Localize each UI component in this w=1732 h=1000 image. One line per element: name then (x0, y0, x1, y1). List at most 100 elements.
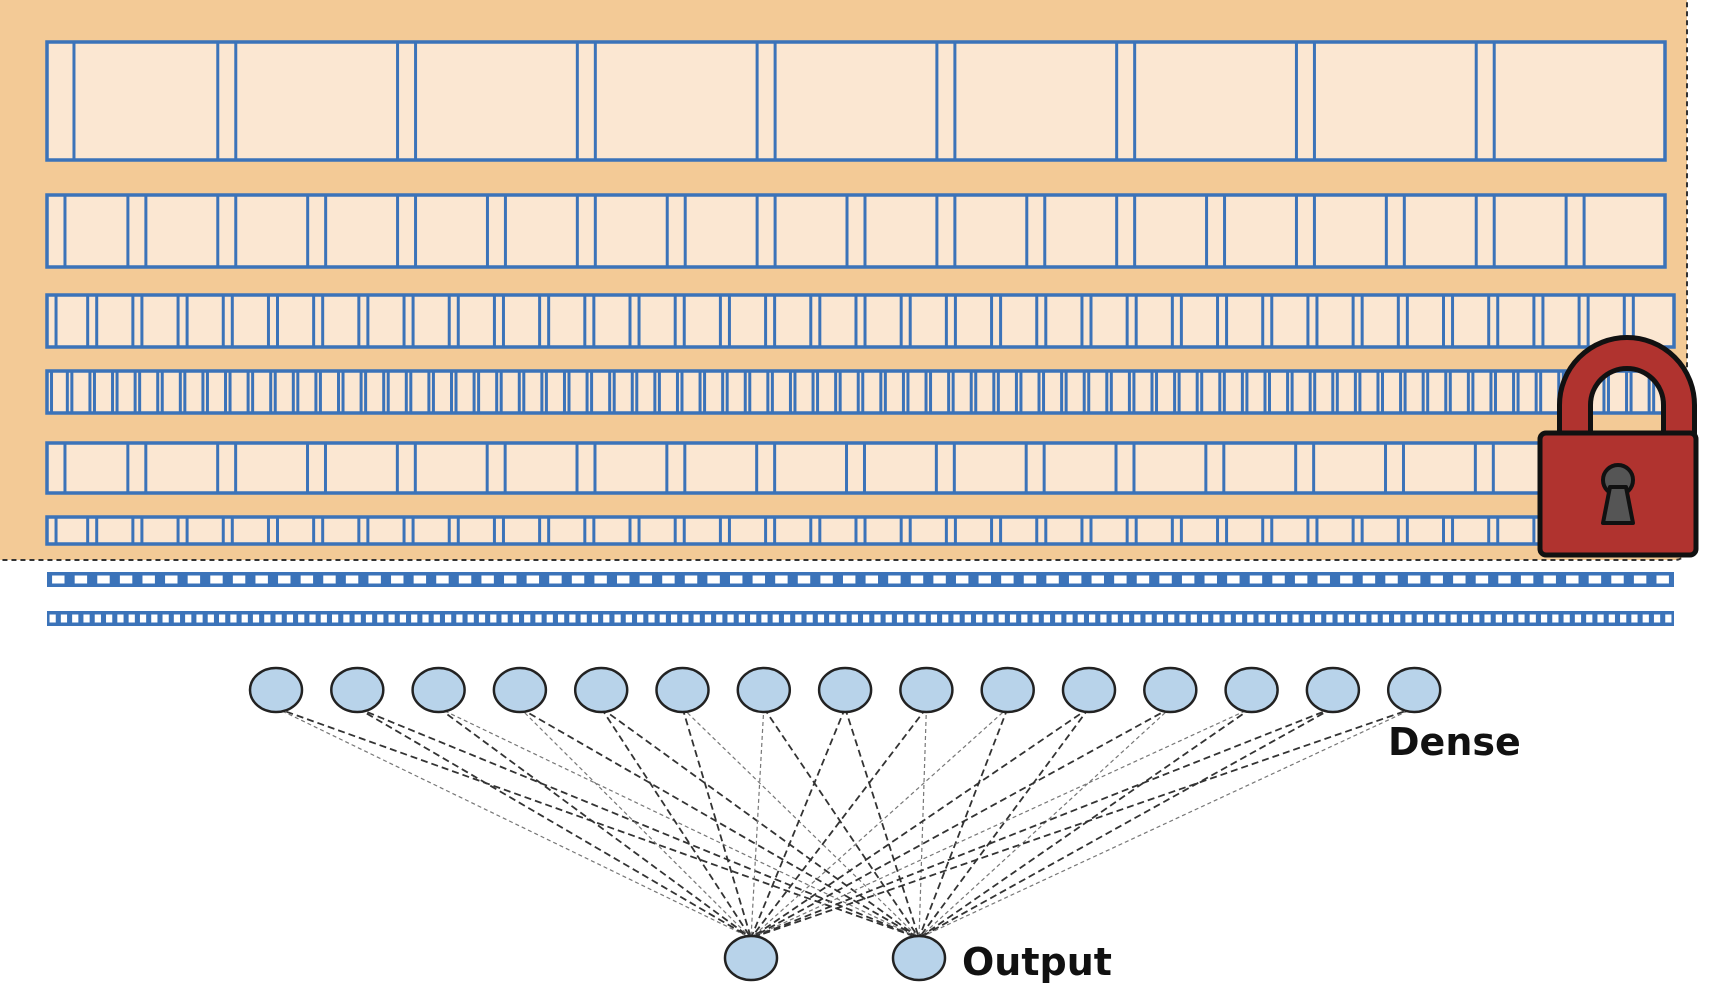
connection-line (918, 707, 1334, 939)
strip-cell (637, 614, 644, 623)
strip-cell (467, 614, 474, 623)
strip-cell (863, 614, 870, 623)
strip-cell (1518, 614, 1525, 623)
strip-cell (142, 575, 155, 584)
strip-cell (298, 614, 305, 623)
strip-cell (1021, 614, 1028, 623)
strip-cell (738, 614, 745, 623)
strip-cell (1258, 614, 1265, 623)
output-node-1 (723, 934, 779, 982)
strip-cell (930, 614, 938, 623)
connection-line (750, 707, 928, 939)
strip-cell (1340, 575, 1353, 584)
strip-cell (750, 614, 757, 623)
strip-cell (998, 614, 1005, 623)
strip-cell (210, 575, 223, 584)
strip-cell (752, 575, 766, 584)
feature-strip-1 (47, 572, 1674, 587)
connection-line (918, 707, 1171, 939)
strip-cell (933, 575, 946, 584)
connection-line (918, 707, 1009, 939)
dense-node-8 (817, 666, 873, 714)
strip-cell (422, 614, 429, 623)
strip-cell (60, 614, 68, 623)
strip-cell (1608, 614, 1615, 623)
connection-line (681, 707, 752, 939)
conv-block-1-frame (45, 40, 1667, 162)
strip-cell (829, 614, 836, 623)
strip-cell (478, 614, 486, 623)
strip-cell (955, 575, 969, 584)
strip-cell (772, 614, 779, 623)
strip-cell (1597, 614, 1604, 623)
strip-cell (1100, 614, 1107, 623)
strip-cell (549, 575, 562, 584)
strip-cell (1145, 614, 1152, 623)
strip-cell (1066, 614, 1073, 623)
strip-cell (117, 614, 124, 623)
strip-cell (662, 575, 675, 584)
strip-cell (1136, 575, 1150, 584)
strip-cell (165, 575, 178, 584)
strip-cell (820, 575, 833, 584)
dense-label: Dense (1388, 720, 1521, 764)
dense-node-6 (655, 666, 710, 714)
connection-line (750, 707, 1252, 939)
strip-cell (817, 614, 825, 623)
strip-cell (255, 575, 268, 584)
strip-cell (388, 614, 395, 623)
strip-cell (1586, 614, 1593, 623)
strip-cell (49, 614, 56, 623)
strip-cell (1122, 614, 1130, 623)
strip-cell (232, 575, 246, 584)
connection-line (918, 707, 1253, 939)
strip-cell (241, 614, 248, 623)
strip-cell (603, 614, 610, 623)
connection-line (600, 707, 752, 939)
strip-cell (309, 614, 316, 623)
strip-cell (1326, 614, 1333, 623)
strip-cell (1303, 614, 1310, 623)
strip-cell (1247, 614, 1254, 623)
strip-cell (1394, 614, 1401, 623)
strip-cell (413, 575, 427, 584)
strip-cell (569, 614, 576, 623)
strip-cell (659, 614, 666, 623)
strip-cell (207, 614, 214, 623)
strip-cell (1498, 575, 1511, 584)
strip-cell (684, 575, 698, 584)
strip-cell (501, 614, 508, 623)
strip-cell (682, 614, 689, 623)
strip-cell (1134, 614, 1141, 623)
conv-block-3 (45, 293, 1676, 349)
strip-cell (908, 614, 915, 623)
strip-cell (119, 575, 133, 584)
conv-block-2 (45, 193, 1667, 269)
strip-cell (761, 614, 768, 623)
strip-cell (1190, 614, 1197, 623)
connection-line (519, 707, 752, 939)
strip-cell (1156, 614, 1164, 623)
strip-cell (1227, 575, 1240, 584)
strip-cell (625, 614, 632, 623)
strip-cell (1089, 614, 1096, 623)
strip-cell (716, 614, 723, 623)
feature-strip-2-frame (47, 611, 1674, 626)
connection-line (275, 707, 920, 939)
strip-cell (1620, 614, 1627, 623)
strip-cell (1574, 614, 1582, 623)
strip-cell (670, 614, 678, 623)
strip-cell (1540, 614, 1548, 623)
strip-cell (1294, 575, 1308, 584)
strip-cell (704, 614, 712, 623)
connection-line (750, 707, 765, 939)
strip-cell (1371, 614, 1378, 623)
strip-cell (52, 575, 65, 584)
strip-cell (512, 614, 519, 623)
strip-cell (377, 614, 384, 623)
strip-cell (300, 575, 314, 584)
strip-cell (345, 575, 359, 584)
conv-block-6 (45, 515, 1676, 546)
strip-cell (614, 614, 621, 623)
strip-cell (185, 614, 192, 623)
